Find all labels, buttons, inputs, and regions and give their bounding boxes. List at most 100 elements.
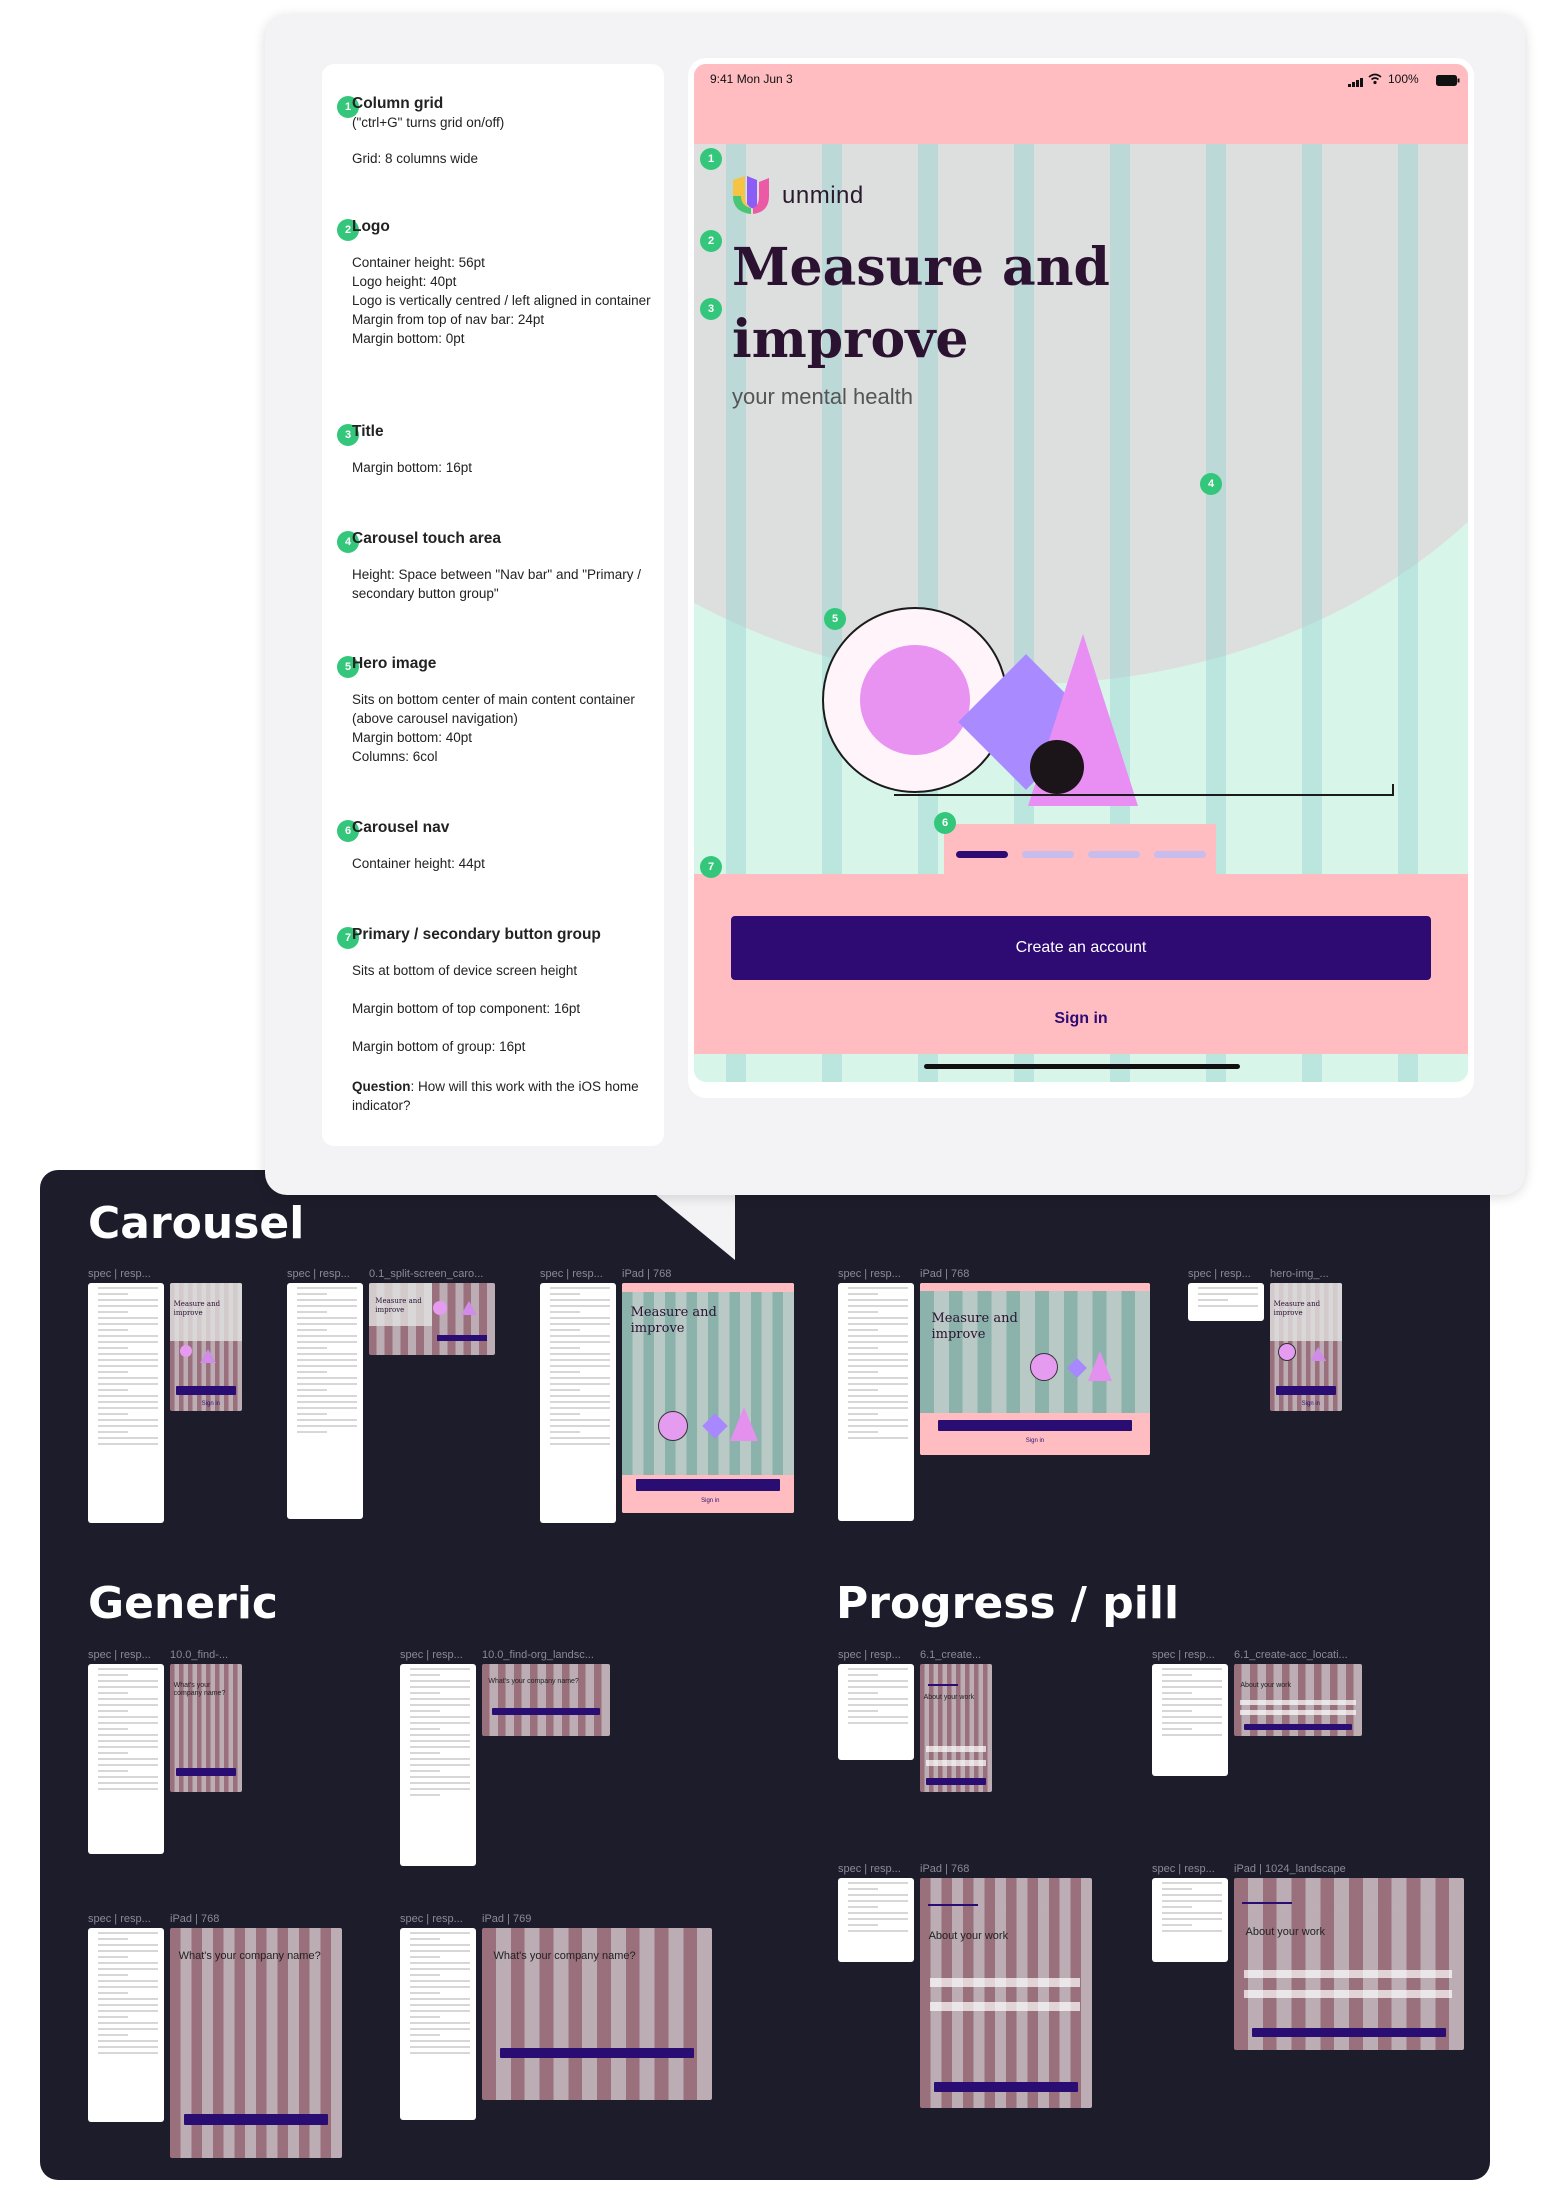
- carousel-nav-area: [944, 824, 1216, 874]
- frame-label[interactable]: iPad | 769: [482, 1913, 532, 1925]
- frame-label[interactable]: iPad | 768: [920, 1268, 970, 1280]
- device-badge-6: 6: [934, 812, 956, 834]
- spec-frame[interactable]: [838, 1283, 914, 1521]
- spec-frame[interactable]: [88, 1664, 164, 1854]
- phone-about-work-frame[interactable]: About your work: [920, 1664, 992, 1792]
- frame-label[interactable]: spec | resp...: [88, 1913, 151, 1925]
- frame-label[interactable]: spec | resp...: [88, 1649, 151, 1661]
- device-badge-2: 2: [700, 230, 722, 252]
- signal-icon: [1348, 74, 1364, 87]
- badge-7: 7: [337, 927, 359, 949]
- spec-frame[interactable]: [88, 1928, 164, 2122]
- spec-frame[interactable]: [1152, 1878, 1228, 1962]
- hero-circle: [860, 645, 970, 755]
- spec-notes-card: 1 Column grid ("ctrl+G" turns grid on/of…: [322, 64, 664, 1146]
- device-badge-1: 1: [700, 148, 722, 170]
- carousel-pill[interactable]: [1154, 851, 1206, 858]
- device-badge-5: 5: [824, 608, 846, 630]
- carousel-pill[interactable]: [1022, 851, 1074, 858]
- badge-5: 5: [337, 656, 359, 678]
- badge-2: 2: [337, 219, 359, 241]
- section-title-progress: Progress / pill: [836, 1578, 1180, 1629]
- frame-label[interactable]: spec | resp...: [88, 1268, 151, 1280]
- note-hero-image: Hero image Sits on bottom center of main…: [352, 655, 635, 764]
- spec-frame[interactable]: [540, 1283, 616, 1523]
- badge-6: 6: [337, 820, 359, 842]
- landscape-company-frame[interactable]: What's your company name?: [482, 1664, 610, 1736]
- frame-label[interactable]: hero-img_...: [1270, 1268, 1329, 1280]
- frame-label[interactable]: spec | resp...: [1152, 1863, 1215, 1875]
- wifi-icon: [1368, 72, 1382, 85]
- create-account-button[interactable]: Create an account: [731, 916, 1431, 980]
- frame-label[interactable]: spec | resp...: [540, 1268, 603, 1280]
- battery-percent: 100%: [1388, 72, 1419, 86]
- device-badge-4: 4: [1200, 473, 1222, 495]
- badge-1: 1: [337, 96, 359, 118]
- frame-label[interactable]: spec | resp...: [287, 1268, 350, 1280]
- badge-4: 4: [337, 531, 359, 553]
- note-button-group: Primary / secondary button group Sits at…: [352, 926, 601, 1054]
- carousel-pill[interactable]: [1088, 851, 1140, 858]
- note-carousel-nav: Carousel nav Container height: 44pt: [352, 819, 485, 871]
- frame-label[interactable]: spec | resp...: [838, 1268, 901, 1280]
- phone-company-frame[interactable]: What's your company name?: [170, 1664, 242, 1792]
- section-title-generic: Generic: [88, 1578, 278, 1629]
- frame-label[interactable]: spec | resp...: [400, 1649, 463, 1661]
- frame-label[interactable]: iPad | 768: [170, 1913, 220, 1925]
- ipad-device-frame: 9:41 Mon Jun 3 100% unmind Measure and i…: [688, 58, 1474, 1098]
- spec-frame[interactable]: [1152, 1664, 1228, 1776]
- device-badge-3: 3: [700, 298, 722, 320]
- hero-ground-line: [894, 794, 1394, 796]
- frame-label[interactable]: iPad | 768: [920, 1863, 970, 1875]
- split-screen-frame[interactable]: Measure and improve: [369, 1283, 495, 1355]
- unmind-logo-icon: [731, 174, 771, 216]
- status-time: 9:41 Mon Jun 3: [710, 72, 793, 86]
- section-title-carousel: Carousel: [88, 1198, 305, 1249]
- ipad-landscape-about-work-frame[interactable]: About your work: [1234, 1878, 1464, 2050]
- ipad-landscape-company-frame[interactable]: What's your company name?: [482, 1928, 712, 2100]
- frame-label[interactable]: 10.0_find-...: [170, 1649, 229, 1661]
- note-question: Question: How will this work with the iO…: [352, 1079, 639, 1113]
- spec-frame[interactable]: [400, 1928, 476, 2120]
- ipad-about-work-frame[interactable]: About your work: [920, 1878, 1092, 2108]
- sign-in-link[interactable]: Sign in: [1054, 1010, 1108, 1027]
- hero-ground-tick: [1392, 784, 1394, 796]
- frame-label[interactable]: spec | resp...: [838, 1863, 901, 1875]
- frame-label[interactable]: 10.0_find-org_landsc...: [482, 1649, 594, 1661]
- spec-frame[interactable]: [838, 1878, 914, 1962]
- note-logo: Logo Container height: 56pt Logo height:…: [352, 218, 651, 346]
- frame-label[interactable]: 6.1_create...: [920, 1649, 982, 1661]
- frame-label[interactable]: 6.1_create-acc_locati...: [1234, 1649, 1348, 1661]
- frame-label[interactable]: iPad | 768: [622, 1268, 672, 1280]
- spec-frame[interactable]: [1188, 1283, 1264, 1321]
- note-title: Title Margin bottom: 16pt: [352, 423, 473, 475]
- battery-icon: [1436, 73, 1460, 86]
- hero-subtitle: your mental health: [732, 384, 913, 409]
- home-indicator: [924, 1064, 1240, 1069]
- frame-label[interactable]: spec | resp...: [838, 1649, 901, 1661]
- frame-label[interactable]: 0.1_split-screen_caro...: [369, 1268, 484, 1280]
- ipad-carousel-frame[interactable]: Measure and improve Sign in: [622, 1283, 794, 1513]
- landscape-about-work-frame[interactable]: About your work: [1234, 1664, 1362, 1736]
- frame-label[interactable]: spec | resp...: [1152, 1649, 1215, 1661]
- spec-frame[interactable]: [838, 1664, 914, 1760]
- spec-frame[interactable]: [400, 1664, 476, 1866]
- brand-wordmark: unmind: [782, 182, 864, 209]
- hero-background-shape: [694, 64, 1468, 684]
- spec-frame[interactable]: [88, 1283, 164, 1523]
- nav-bar-area: [694, 64, 1468, 144]
- spec-frame[interactable]: [287, 1283, 363, 1519]
- frame-label[interactable]: iPad | 1024_landscape: [1234, 1863, 1346, 1875]
- carousel-pill-active[interactable]: [956, 851, 1008, 858]
- phone-screen-frame[interactable]: Measure and improve Sign in: [170, 1283, 242, 1411]
- note-carousel-touch-area: Carousel touch area Height: Space betwee…: [352, 530, 642, 601]
- ipad-landscape-frame[interactable]: Measure and improve Sign in: [920, 1283, 1150, 1455]
- frame-label[interactable]: spec | resp...: [400, 1913, 463, 1925]
- hero-image-frame[interactable]: Measure and improve Sign in: [1270, 1283, 1342, 1411]
- popover-pointer: [650, 1190, 735, 1260]
- frame-label[interactable]: spec | resp...: [1188, 1268, 1251, 1280]
- ipad-company-frame[interactable]: What's your company name?: [170, 1928, 342, 2158]
- hero-title: Measure and improve: [732, 237, 1110, 370]
- hero-ball: [1030, 740, 1084, 794]
- ipad-screen: 9:41 Mon Jun 3 100% unmind Measure and i…: [694, 64, 1468, 1082]
